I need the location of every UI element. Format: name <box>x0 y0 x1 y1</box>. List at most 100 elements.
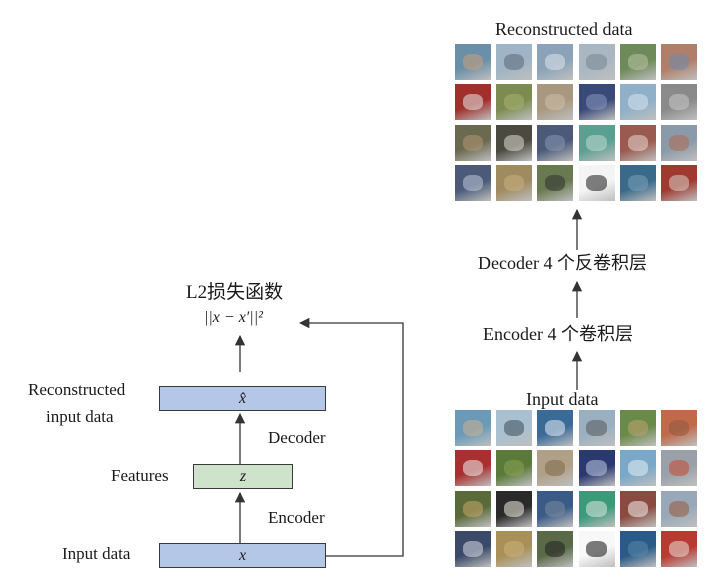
reconstructed-thumbnail-subject <box>586 174 607 191</box>
reconstructed-thumbnail-subject <box>545 54 566 70</box>
input-thumbnail-subject <box>586 460 607 477</box>
input-thumbnail-subject <box>504 540 525 557</box>
reconstructed-thumbnail-subject <box>586 134 607 151</box>
input-thumbnail-subject <box>504 420 525 436</box>
reconstructed-thumbnail <box>578 84 615 121</box>
reconstructed-thumbnail <box>455 84 491 121</box>
input-thumbnail <box>455 490 491 527</box>
input-thumbnail <box>660 450 697 487</box>
input-thumbnail <box>496 410 533 446</box>
input-thumbnail <box>537 530 574 567</box>
reconstructed-thumbnail <box>619 84 656 121</box>
reconstructed-thumbnail-subject <box>627 134 648 151</box>
reconstructed-thumbnail-subject <box>586 54 607 70</box>
arrow-input-to-loss <box>298 317 404 557</box>
reconstructed-thumbnail <box>619 124 656 161</box>
output-symbol: x̂ <box>238 389 247 407</box>
features-symbol: z <box>239 467 247 485</box>
reconstructed-thumbnail-subject <box>504 174 525 191</box>
input-thumbnail <box>455 410 491 446</box>
input-thumbnail-subject <box>545 540 566 557</box>
reconstructed-thumbnail <box>537 44 574 80</box>
input-thumbnail <box>660 490 697 527</box>
reconstructed-thumbnail <box>496 124 533 161</box>
reconstructed-thumbnail <box>537 124 574 161</box>
encoder-stage-label: Encoder 4 个卷积层 <box>483 324 633 344</box>
reconstructed-thumbnail-subject <box>627 54 648 70</box>
encoder-label: Encoder <box>268 508 325 527</box>
reconstructed-thumbnail <box>660 164 697 201</box>
input-thumbnail <box>619 490 656 527</box>
input-thumbnail-subject <box>668 500 689 517</box>
reconstructed-thumbnail <box>496 164 533 201</box>
reconstructed-thumbnail <box>660 124 697 161</box>
reconstructed-data-title: Reconstructed data <box>495 19 633 39</box>
reconstructed-thumbnail-subject <box>668 174 689 191</box>
loss-formula: ||x − x′||² <box>204 309 263 326</box>
input-thumbnail-subject <box>627 500 648 517</box>
reconstructed-thumbnail <box>619 44 656 80</box>
reconstructed-thumbnail-subject <box>545 94 566 111</box>
decoder-stage-label: Decoder 4 个反卷积层 <box>478 253 647 273</box>
reconstructed-thumbnail-subject <box>668 134 689 151</box>
features-box: z <box>193 464 293 489</box>
reconstructed-thumbnail <box>496 44 533 80</box>
input-thumbnail <box>619 450 656 487</box>
reconstructed-thumbnail <box>455 124 491 161</box>
reconstructed-thumbnail <box>578 164 615 201</box>
reconstructed-thumbnail <box>455 44 491 80</box>
input-data-title: Input data <box>526 389 599 409</box>
input-thumbnail <box>578 450 615 487</box>
input-thumbnail-subject <box>545 500 566 517</box>
input-thumbnail-subject <box>627 460 648 477</box>
reconstructed-thumbnail-subject <box>462 174 484 191</box>
input-data-label: Input data <box>62 544 131 563</box>
input-thumbnail <box>578 410 615 446</box>
input-thumbnail-subject <box>586 540 607 557</box>
input-thumbnail-subject <box>586 420 607 436</box>
reconstructed-thumbnail <box>496 84 533 121</box>
loss-title: L2损失函数 <box>186 282 284 303</box>
reconstructed-thumbnail <box>537 164 574 201</box>
input-thumbnail-subject <box>668 540 689 557</box>
reconstructed-thumbnail-subject <box>627 94 648 111</box>
input-thumbnail-subject <box>462 540 484 557</box>
reconstructed-thumbnail-subject <box>462 134 484 151</box>
input-thumbnail-subject <box>586 500 607 517</box>
input-thumbnail <box>496 490 533 527</box>
reconstructed-thumbnail-subject <box>462 54 484 70</box>
input-thumbnail-subject <box>627 420 648 436</box>
input-thumbnail-subject <box>462 460 484 477</box>
input-thumbnail <box>537 410 574 446</box>
features-label: Features <box>111 466 169 485</box>
reconstructed-thumbnail <box>660 84 697 121</box>
reconstructed-thumbnail-subject <box>668 54 689 70</box>
input-thumbnail-subject <box>504 500 525 517</box>
reconstructed-thumbnail <box>578 44 615 80</box>
reconstructed-thumbnail <box>660 44 697 80</box>
reconstructed-thumbnail-subject <box>462 94 484 111</box>
input-thumbnail <box>660 530 697 567</box>
reconstructed-thumbnail-subject <box>504 134 525 151</box>
input-thumbnail-subject <box>668 420 689 436</box>
reconstructed-image-grid <box>455 44 697 201</box>
input-thumbnail <box>455 450 491 487</box>
input-thumbnail <box>537 490 574 527</box>
reconstructed-thumbnail-subject <box>545 174 566 191</box>
input-image-grid <box>455 410 697 567</box>
reconstructed-thumbnail-subject <box>586 94 607 111</box>
input-thumbnail <box>578 530 615 567</box>
decoder-label: Decoder <box>268 428 326 447</box>
reconstructed-thumbnail-subject <box>545 134 566 151</box>
input-box: x <box>159 543 326 568</box>
input-thumbnail <box>496 530 533 567</box>
input-thumbnail <box>660 410 697 446</box>
reconstructed-thumbnail-subject <box>668 94 689 111</box>
input-thumbnail-subject <box>627 540 648 557</box>
reconstructed-input-label-line1: Reconstructed <box>28 380 126 399</box>
input-thumbnail-subject <box>462 420 484 436</box>
input-thumbnail <box>619 410 656 446</box>
reconstructed-thumbnail <box>537 84 574 121</box>
reconstructed-thumbnail <box>619 164 656 201</box>
